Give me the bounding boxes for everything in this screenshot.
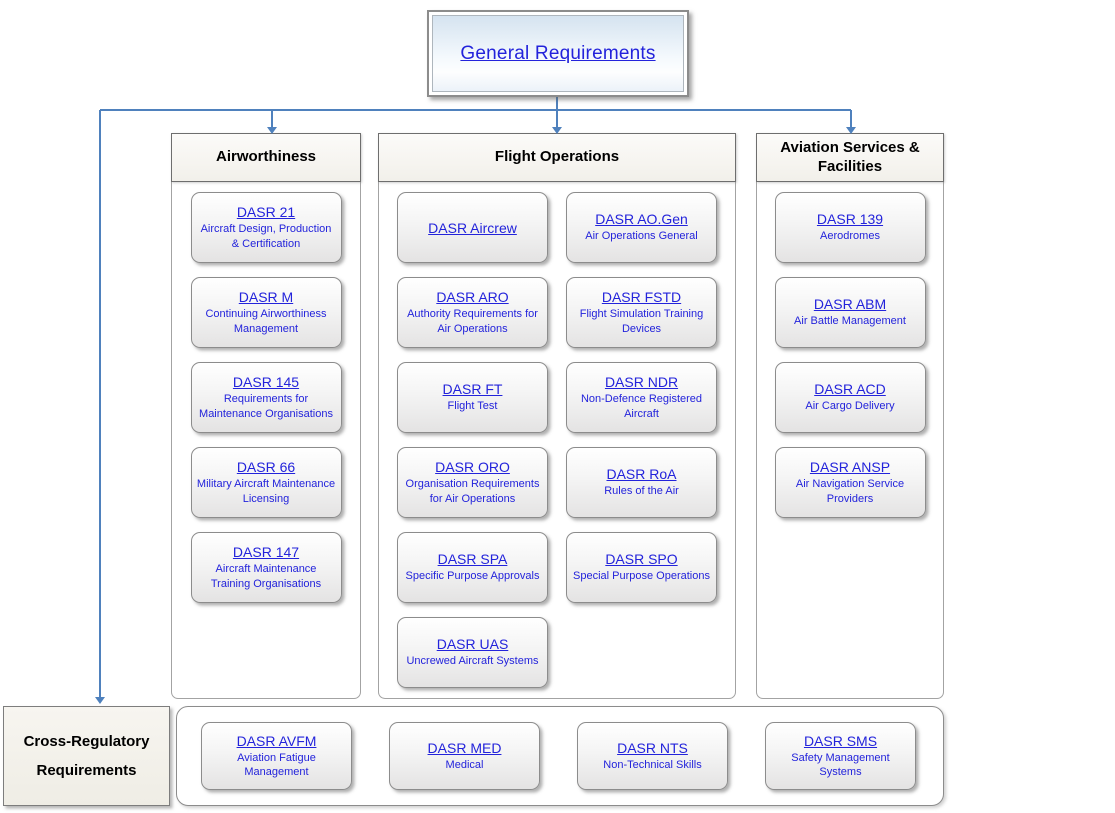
dasr-card-link[interactable]: DASR FSTD [601,289,682,306]
dasr-card: DASR 21 Aircraft Design, Production & Cer… [190,192,342,263]
dasr-card-link[interactable]: DASR AVFM [236,732,317,749]
dasr-card-link[interactable]: DASR 145 [232,374,300,391]
general-requirements-box: General Requirements [427,10,689,97]
dasr-card-description: Military Aircraft Maintenance Licensing [196,478,336,505]
dasr-card-link[interactable]: DASR RoA [606,466,677,483]
dasr-card-description: Aircraft Design, Production & Certificat… [200,223,332,250]
dasr-card-link[interactable]: DASR AO.Gen [595,211,688,228]
arrowhead-cross-regulatory [95,697,105,704]
card-area-airworthiness: DASR 21 Aircraft Design, Production & Cer… [172,182,360,603]
dasr-card: DASR SMS Safety Management Systems [765,722,916,790]
dasr-card-link[interactable]: DASR Aircrew [428,219,517,236]
dasr-card: DASR ACD Air Cargo Delivery [774,362,926,433]
dasr-card: DASR SPO Special Purpose Operations [566,532,717,603]
connector-horizontal-line [100,109,851,111]
dasr-card-description: Flight Test [447,400,498,413]
cross-regulatory-title-line1: Cross-Regulatory [23,733,150,750]
dasr-card-link[interactable]: DASR SPA [437,551,508,568]
dasr-card: DASR ANSP Air Navigation Service Provider… [774,447,926,518]
dasr-card-link[interactable]: DASR FT [442,381,503,398]
dasr-card: DASR SPA Specific Purpose Approvals [397,532,548,603]
dasr-card: DASR FSTD Flight Simulation Training Devi… [566,277,717,348]
dasr-card-description: Uncrewed Aircraft Systems [406,655,539,668]
arrowhead-airworthiness [267,127,277,134]
dasr-card-link[interactable]: DASR NDR [604,374,679,391]
general-requirements-box-inner: General Requirements [432,15,684,92]
dasr-card-link[interactable]: DASR SMS [803,732,878,749]
dasr-card: DASR AVFM Aviation Fatigue Management [201,722,352,790]
connector-drop-aviation-services [850,110,852,128]
connector-drop-cross-regulatory [99,110,101,698]
column-title: Aviation Services & Facilities [780,138,920,175]
dasr-card: DASR NTS Non-Technical Skills [577,722,728,790]
dasr-card-link[interactable]: DASR SPO [605,551,678,568]
dasr-card-description: Aviation Fatigue Management [237,751,316,778]
dasr-card-link[interactable]: DASR 139 [816,211,884,228]
dasr-card-link[interactable]: DASR ACD [814,381,886,398]
arrowhead-flight-operations [552,127,562,134]
dasr-card: DASR NDR Non-Defence Registered Aircraft [566,362,717,433]
column-header-flight-operations: Flight Operations [378,133,736,182]
dasr-card: DASR M Continuing Airworthiness Managemen… [190,277,342,348]
dasr-card-link[interactable]: DASR 21 [236,204,296,221]
dasr-card-description: Air Cargo Delivery [805,400,895,413]
dasr-card: DASR Aircrew [397,192,548,263]
dasr-card-link[interactable]: DASR ANSP [809,459,891,476]
dasr-card-description: Medical [445,758,484,771]
dasr-card-description: Rules of the Air [604,485,679,498]
dasr-card: DASR ORO Organisation Requirements for Ai… [397,447,548,518]
dasr-card: DASR UAS Uncrewed Aircraft Systems [397,617,548,688]
column-header-aviation-services: Aviation Services & Facilities [756,133,944,182]
column-airworthiness: Airworthiness DASR 21 Aircraft Design, Pr… [171,133,361,699]
dasr-card-link[interactable]: DASR ABM [813,296,887,313]
dasr-card-link[interactable]: DASR ORO [435,459,510,476]
dasr-card-link[interactable]: DASR NTS [617,739,688,756]
dasr-card-description: Air Battle Management [794,315,906,328]
dasr-card: DASR RoA Rules of the Air [566,447,717,518]
connector-drop-airworthiness [271,110,273,128]
arrowhead-aviation-services [846,127,856,134]
dasr-card-description: Continuing Airworthiness Management [205,308,327,335]
dasr-card-link[interactable]: DASR 66 [236,459,296,476]
dasr-card: DASR ARO Authority Requirements for Air O… [397,277,548,348]
dasr-card-description: Specific Purpose Approvals [405,570,540,583]
dasr-card-description: Organisation Requirements for Air Operat… [405,478,540,505]
dasr-card-description: Flight Simulation Training Devices [579,308,704,335]
dasr-card: DASR 66 Military Aircraft Maintenance Lic… [190,447,342,518]
cross-regulatory-title-line2: Requirements [36,762,137,779]
dasr-card-description: Safety Management Systems [791,751,890,778]
dasr-card-link[interactable]: DASR 147 [232,544,300,561]
dasr-card-link[interactable]: DASR ARO [436,289,509,306]
dasr-card-link[interactable]: DASR MED [427,739,502,756]
general-requirements-link[interactable]: General Requirements [460,42,656,64]
dasr-card-link[interactable]: DASR M [238,289,294,306]
dasr-card: DASR ABM Air Battle Management [774,277,926,348]
dasr-card: DASR FT Flight Test [397,362,548,433]
column-title: Airworthiness [215,148,317,166]
dasr-card-description: Non-Defence Registered Aircraft [580,393,703,420]
column-flight-operations: Flight Operations DASR Aircrew DASR AO.Ge… [378,133,736,699]
dasr-card-description: Air Operations General [585,230,698,243]
connector-root-stub [556,97,558,128]
column-title: Flight Operations [494,148,620,166]
dasr-card-description: Aerodromes [820,230,880,243]
dasr-card: DASR MED Medical [389,722,540,790]
dasr-card-description: Air Navigation Service Providers [795,478,905,505]
dasr-card-description: Requirements for Maintenance Organisatio… [199,393,333,420]
dasr-card-description: Authority Requirements for Air Operation… [407,308,538,335]
column-header-airworthiness: Airworthiness [171,133,361,182]
dasr-card-link[interactable]: DASR UAS [436,636,509,653]
cross-regulatory-box: Cross-Regulatory Requirements [3,706,170,806]
dasr-card-description: Aircraft Maintenance Training Organisati… [210,563,322,590]
dasr-card-description: Special Purpose Operations [573,570,710,583]
dasr-card-description: Non-Technical Skills [603,758,702,771]
